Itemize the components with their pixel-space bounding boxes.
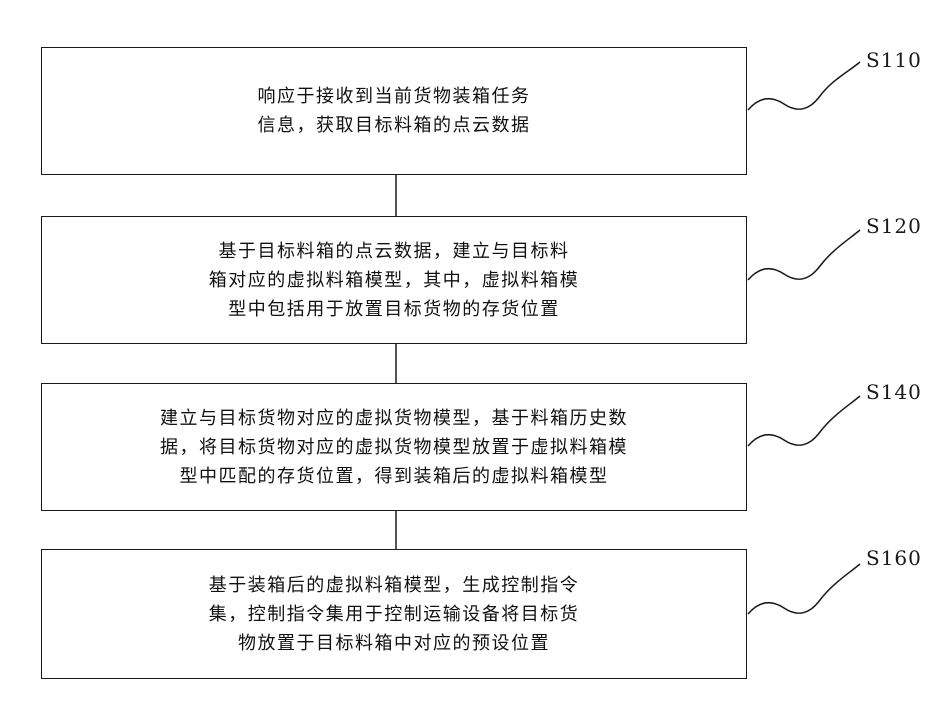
leader-line-s120 xyxy=(748,230,860,280)
step-box-s140: 建立与目标货物对应的虚拟货物模型，基于料箱历史数 据，将目标货物对应的虚拟货物模… xyxy=(41,383,747,511)
step-text-s140: 建立与目标货物对应的虚拟货物模型，基于料箱历史数 据，将目标货物对应的虚拟货物模… xyxy=(114,404,674,491)
step-id-s120: S120 xyxy=(866,214,922,238)
step-box-s120: 基于目标料箱的点云数据，建立与目标料 箱对应的虚拟料箱模型，其中，虚拟料箱模 型… xyxy=(41,216,747,344)
leader-line-s110 xyxy=(748,62,860,110)
step-text-s110: 响应于接收到当前货物装箱任务 信息，获取目标料箱的点云数据 xyxy=(164,82,624,140)
step-box-s160: 基于装箱后的虚拟料箱模型，生成控制指令 集，控制指令集用于控制运输设备将目标货 … xyxy=(41,549,747,679)
step-text-s120: 基于目标料箱的点云数据，建立与目标料 箱对应的虚拟料箱模型，其中，虚拟料箱模 型… xyxy=(164,237,624,324)
step-text-s160: 基于装箱后的虚拟料箱模型，生成控制指令 集，控制指令集用于控制运输设备将目标货 … xyxy=(154,571,634,658)
step-id-s160: S160 xyxy=(866,546,922,570)
step-id-s110: S110 xyxy=(866,48,922,72)
step-box-s110: 响应于接收到当前货物装箱任务 信息，获取目标料箱的点云数据 xyxy=(41,47,747,175)
leader-line-s160 xyxy=(748,564,860,614)
step-id-s140: S140 xyxy=(866,380,922,404)
leader-line-s140 xyxy=(748,396,860,446)
